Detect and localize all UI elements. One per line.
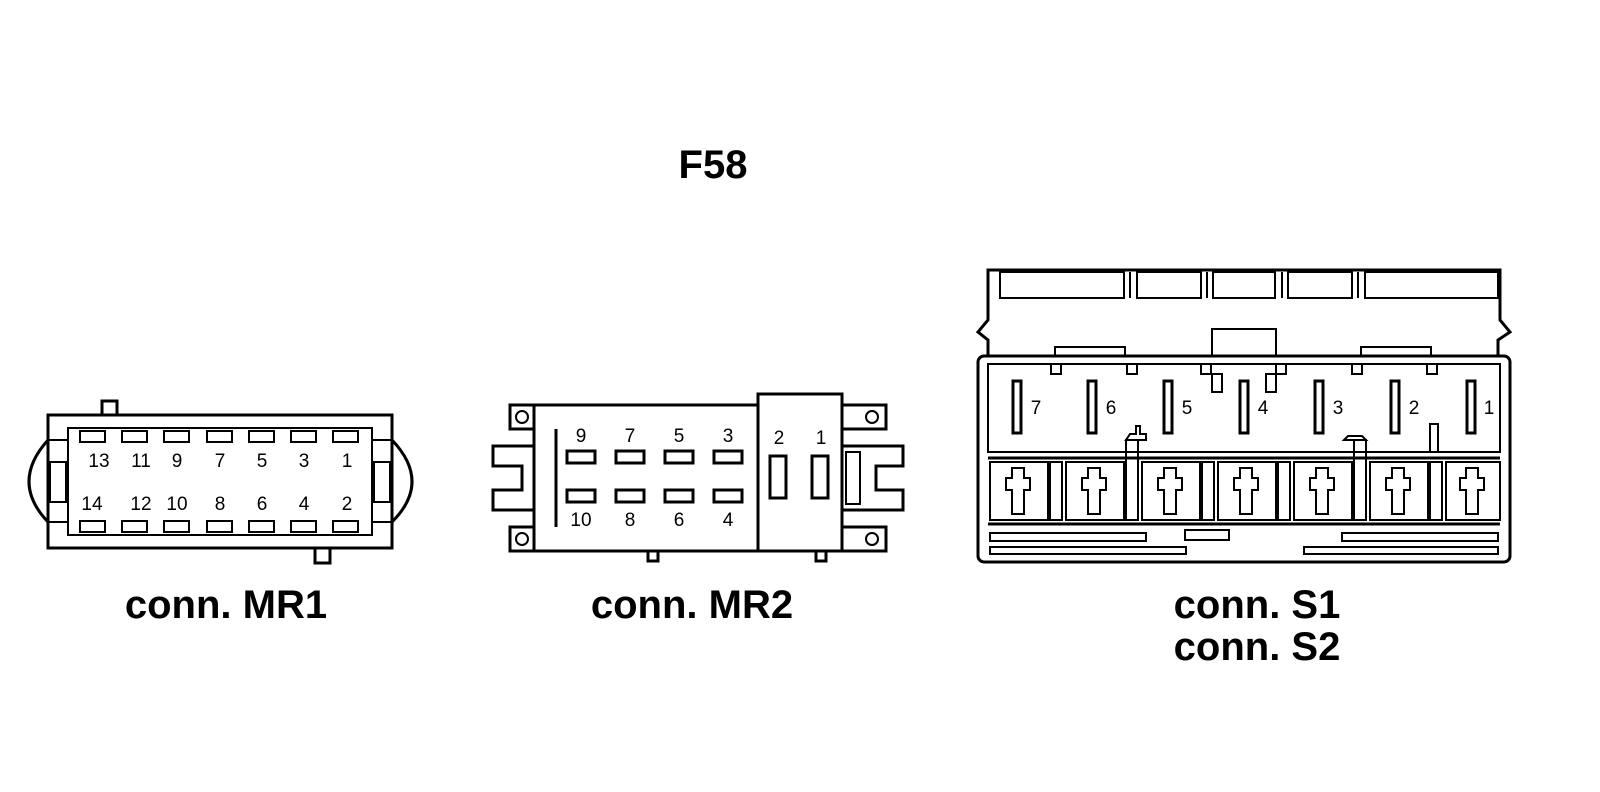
mr2-side-pin-slots xyxy=(768,454,830,500)
s2-label: conn. S2 xyxy=(1174,625,1341,669)
mr2-right-bottom-ear xyxy=(840,525,888,553)
mr2-pin-2: 2 xyxy=(774,428,785,449)
mr1-pin-10: 10 xyxy=(166,494,187,515)
mr2-left-top-ear xyxy=(508,403,536,431)
s-pin-2: 2 xyxy=(1409,398,1420,419)
mr1-left-latch xyxy=(27,438,50,524)
mr1-top-pin-slots xyxy=(79,430,359,443)
mr1-pin-6: 6 xyxy=(257,494,268,515)
mr1-left-cavity xyxy=(49,461,67,503)
s-top-windows xyxy=(999,271,1499,299)
mr2-label: conn. MR2 xyxy=(591,583,793,627)
connector-s: 7 6 5 4 3 2 1 xyxy=(975,268,1513,564)
diagram-title: F58 xyxy=(679,143,748,187)
mr2-pin-10: 10 xyxy=(570,510,591,531)
mr2-pin-7: 7 xyxy=(625,426,636,447)
s-pin-1: 1 xyxy=(1484,398,1495,419)
s-pin-3: 3 xyxy=(1333,398,1344,419)
mr2-pin-6: 6 xyxy=(674,510,685,531)
mr2-bottom-pin-slots xyxy=(565,488,744,504)
mr2-pin-5: 5 xyxy=(674,426,685,447)
s-pin-4: 4 xyxy=(1258,398,1269,419)
mr1-pin-1: 1 xyxy=(342,451,353,472)
s-pin-blades xyxy=(1011,379,1477,435)
s-pin-5: 5 xyxy=(1182,398,1193,419)
mr1-bottom-pin-slots xyxy=(79,520,359,533)
mr1-pin-9: 9 xyxy=(172,451,183,472)
mr2-right-bracket xyxy=(840,444,905,512)
mr2-pin-8: 8 xyxy=(625,510,636,531)
mr1-body xyxy=(46,413,394,550)
mr1-pin-13: 13 xyxy=(88,451,109,472)
mr1-right-latch xyxy=(390,438,414,524)
mr1-pin-12: 12 xyxy=(130,494,151,515)
mr2-pin-4: 4 xyxy=(723,510,734,531)
mr1-pin-2: 2 xyxy=(342,494,353,515)
mr1-pin-3: 3 xyxy=(299,451,310,472)
s-terminal-row xyxy=(989,439,1501,521)
mr1-label: conn. MR1 xyxy=(125,583,327,627)
mr1-right-cavity xyxy=(373,461,391,503)
s-top-housing xyxy=(975,268,1513,358)
mr1-pin-7: 7 xyxy=(215,451,226,472)
mr2-top-pin-slots xyxy=(565,449,744,465)
mr1-pin-4: 4 xyxy=(299,494,310,515)
mr2-body xyxy=(532,403,760,553)
mr2-right-top-ear xyxy=(840,403,888,431)
s1-label: conn. S1 xyxy=(1174,583,1341,627)
connector-mr2: 9 7 5 3 10 8 6 4 2 1 xyxy=(491,392,905,563)
mr1-pin-8: 8 xyxy=(215,494,226,515)
mr1-pin-11: 11 xyxy=(131,451,151,472)
mr1-inner-outline xyxy=(67,427,373,536)
mr2-left-bottom-ear xyxy=(508,525,536,553)
connector-mr1: 13 11 9 7 5 3 1 14 12 10 8 6 4 2 xyxy=(27,399,414,565)
s-pin-window xyxy=(987,363,1501,453)
mr2-pin-1: 1 xyxy=(816,428,827,449)
mr1-pin-5: 5 xyxy=(257,451,268,472)
s-pin-6: 6 xyxy=(1106,398,1117,419)
mr1-pin-14: 14 xyxy=(81,494,103,515)
mr2-pin-9: 9 xyxy=(576,426,587,447)
mr2-pin-3: 3 xyxy=(723,426,734,447)
s-pin-7: 7 xyxy=(1031,398,1042,419)
